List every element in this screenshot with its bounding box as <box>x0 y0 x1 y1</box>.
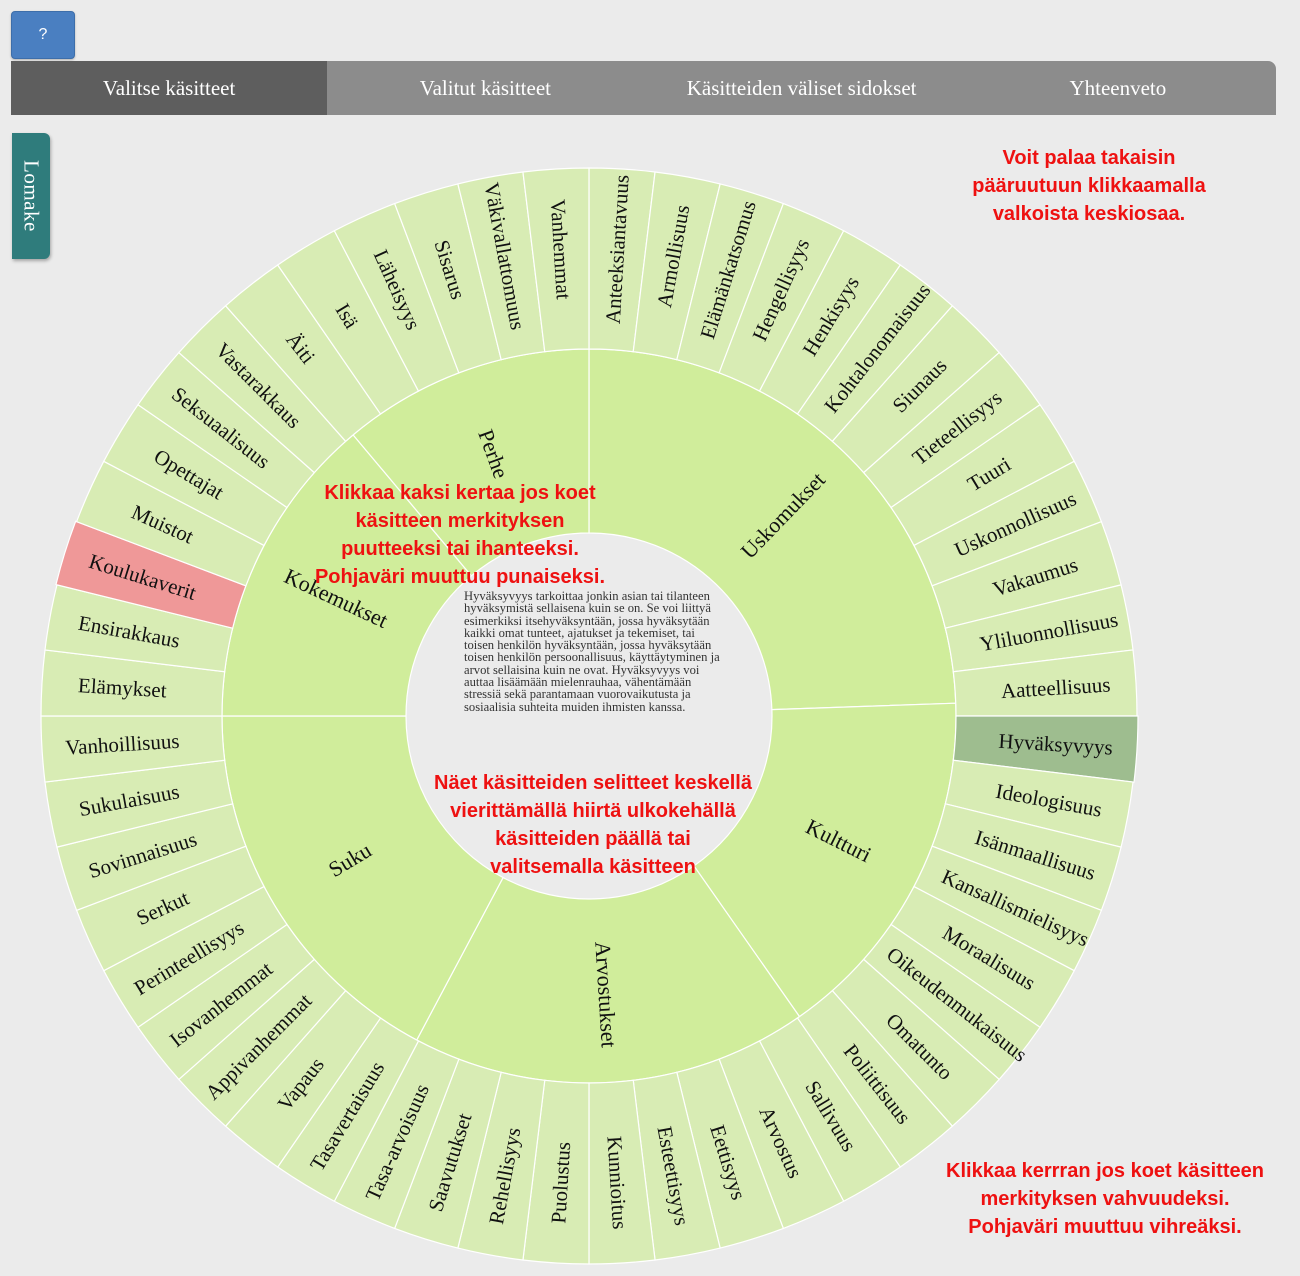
concept-label-kunnioitus: Kunnioitus <box>602 1135 632 1230</box>
concept-segment-vanhemmat[interactable] <box>522 167 590 353</box>
lomake-side-tab[interactable]: Lomake <box>12 133 50 259</box>
note-click-once: Klikkaa kerrran jos koet käsitteen merki… <box>946 1160 1264 1238</box>
concept-label-elamykset: Elämykset <box>77 673 167 702</box>
help-button[interactable]: ? <box>11 11 75 59</box>
tab-yhteenveto[interactable]: Yhteenveto <box>1069 75 1167 100</box>
tab-bar: Valitse käsitteet Valitut käsitteet Käsi… <box>11 61 1276 115</box>
note-hover-explanations: Näet käsitteiden selitteet keskellä vier… <box>434 772 752 878</box>
concept-label-puolustus: Puolustus <box>546 1141 575 1224</box>
note-click-twice: Klikkaa kaksi kertaa jos koet käsitteen … <box>314 482 606 588</box>
tab-valitut-kasitteet[interactable]: Valitut käsitteet <box>419 75 551 100</box>
note-back-to-main: Voit palaa takaisin pääruutuun klikkaama… <box>972 147 1206 225</box>
lomake-label: Lomake <box>19 160 44 232</box>
tab-valitse-kasitteet[interactable]: Valitse käsitteet <box>11 61 328 115</box>
concept-description: Hyväksyvyys tarkoittaa jonkin asian tai … <box>464 589 720 714</box>
wheel-center[interactable] <box>407 534 771 898</box>
tab-kasitteiden-sidokset[interactable]: Käsitteiden väliset sidokset <box>686 75 917 100</box>
